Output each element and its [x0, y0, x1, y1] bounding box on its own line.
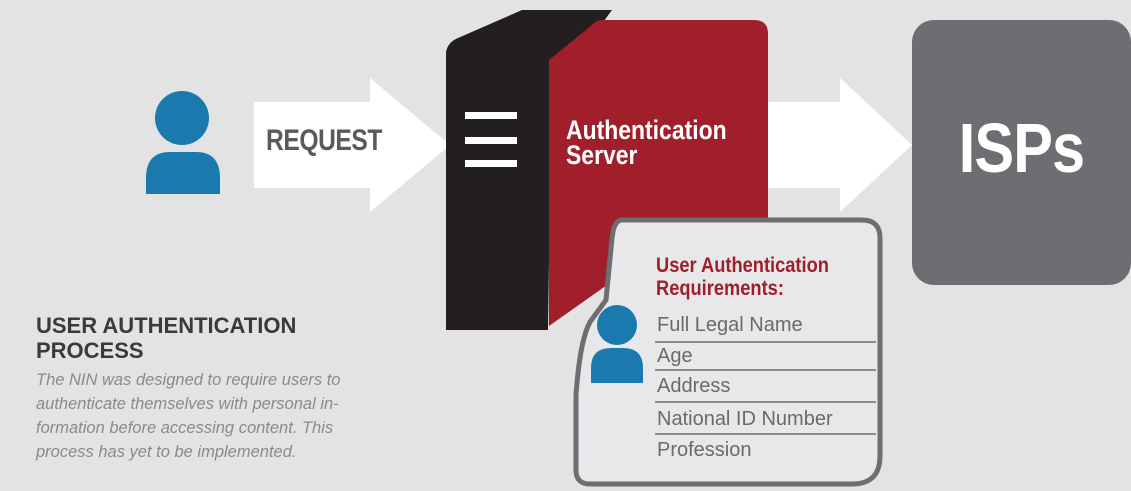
request-label: REQUEST	[266, 124, 383, 157]
card-user-icon	[591, 305, 643, 383]
isp-arrow	[758, 78, 912, 212]
request-arrow	[254, 78, 450, 212]
card-title-line2: Requirements:	[656, 277, 784, 300]
card-title: User Authentication Requirements:	[656, 254, 856, 300]
isp-label: ISPs	[958, 109, 1085, 187]
user-icon	[146, 91, 220, 194]
field-national-id: National ID Number	[657, 408, 833, 430]
server-black-panel	[446, 10, 612, 330]
field-address: Address	[657, 375, 731, 397]
server-label-line1: Authentication	[566, 115, 727, 145]
server-label-line2: Server	[566, 140, 638, 170]
field-full-legal-name: Full Legal Name	[657, 314, 803, 336]
requirements-card	[573, 217, 883, 487]
card-title-line1: User Authentication	[656, 254, 829, 277]
field-profession: Profession	[657, 439, 752, 461]
process-title-line1: USER AUTHENTICATION	[36, 313, 297, 338]
process-description: The NIN was designed to require users to…	[36, 368, 436, 464]
field-dividers	[655, 341, 876, 435]
process-desc-line: The NIN was designed to require users to	[36, 371, 341, 389]
isp-box	[912, 20, 1131, 285]
process-desc-line: formation before accessing content. This	[36, 419, 334, 437]
server-red-panel	[549, 20, 768, 326]
process-desc-line: process has yet to be implemented.	[36, 443, 297, 461]
process-title: USER AUTHENTICATION PROCESS	[36, 313, 366, 363]
server-label: Authentication Server	[566, 115, 770, 170]
process-title-line2: PROCESS	[36, 338, 144, 363]
field-age: Age	[657, 345, 693, 367]
server-rack-icon	[465, 112, 517, 167]
process-desc-line: authenticate themselves with personal in…	[36, 395, 339, 413]
